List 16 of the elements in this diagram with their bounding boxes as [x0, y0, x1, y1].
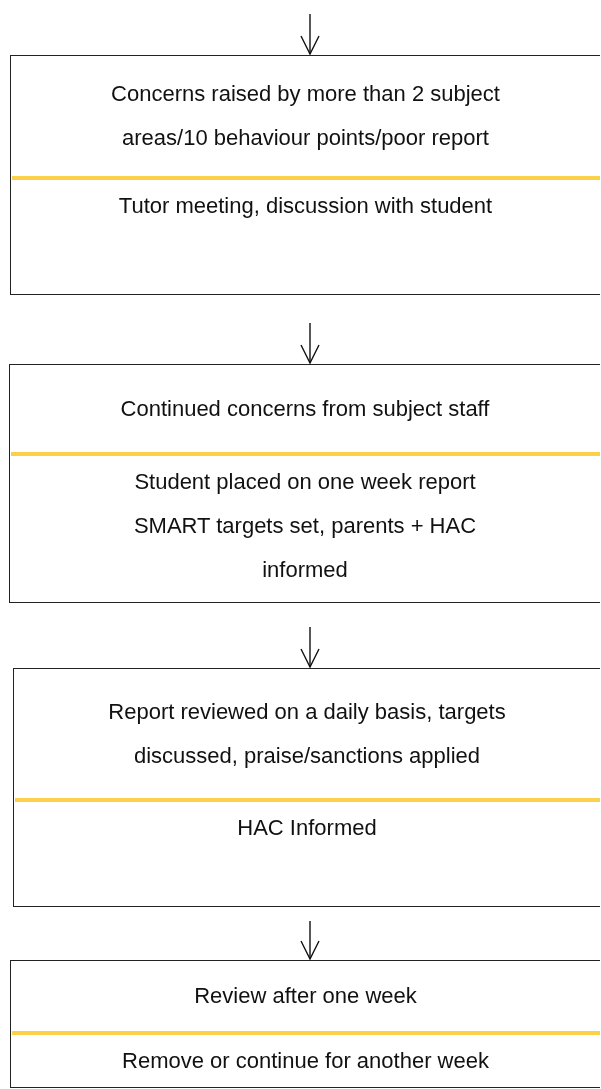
- arrow: [300, 13, 320, 55]
- step-heading: Continued concerns from subject staff: [120, 394, 490, 423]
- step-action: HAC Informed: [237, 814, 377, 842]
- arrow: [300, 322, 320, 364]
- process-box: [13, 668, 600, 907]
- arrow: [300, 626, 320, 668]
- step-heading: Concerns raised by more than 2 subject areas/10 behaviour points/poor report: [110, 80, 501, 152]
- process-box: [10, 960, 600, 1088]
- step-action: Student placed on one week report SMART targets set, parents + HAC informed: [132, 468, 478, 584]
- step-heading: Report reviewed on a daily basis, targets discussed, praise/sanctions applied: [107, 697, 507, 770]
- step-heading: Review after one week: [194, 982, 417, 1010]
- step-action: Tutor meeting, discussion with student: [118, 192, 493, 220]
- arrow: [300, 920, 320, 960]
- process-box: [10, 55, 600, 295]
- process-box: [9, 364, 600, 603]
- step-action: Remove or continue for another week: [122, 1047, 489, 1075]
